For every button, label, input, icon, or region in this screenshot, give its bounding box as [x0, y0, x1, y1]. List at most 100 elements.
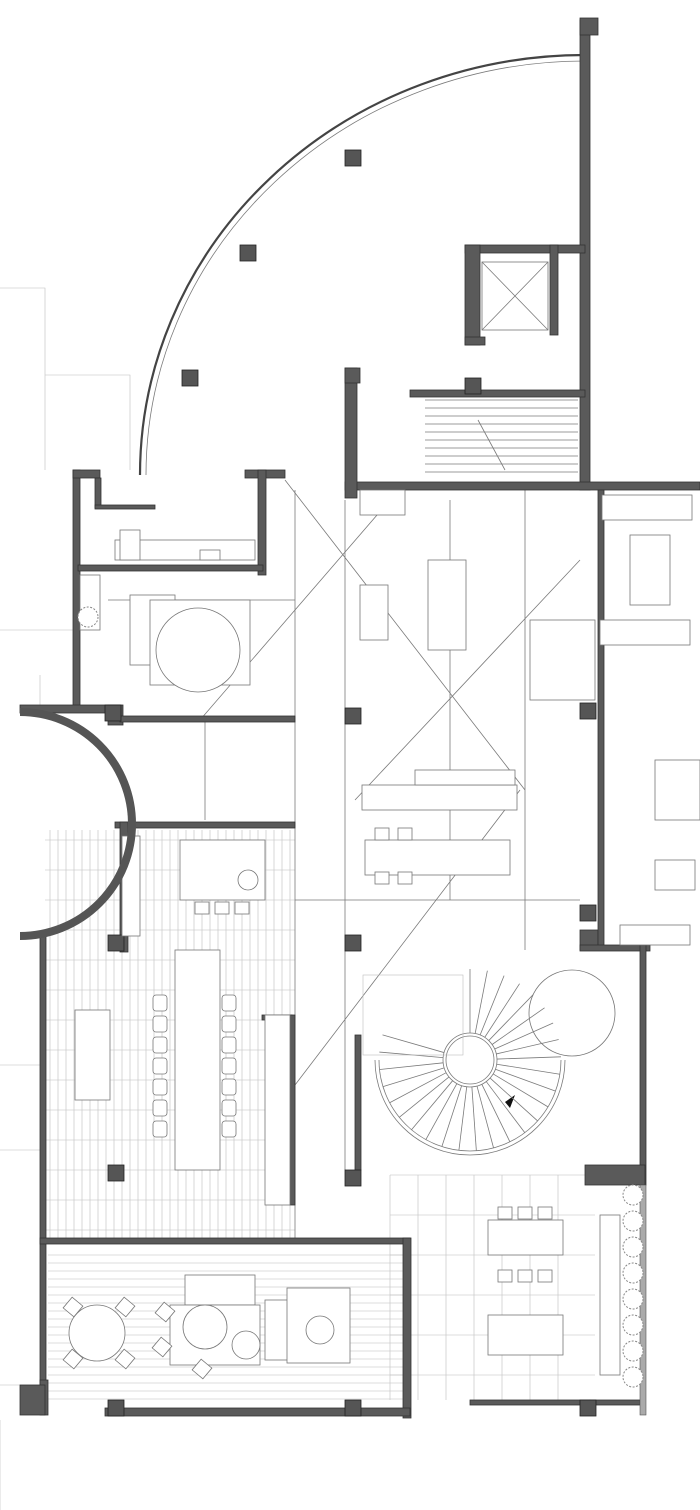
column [344, 1169, 362, 1187]
spiral-landing [362, 974, 464, 1056]
spiral-outer-rail [374, 1059, 566, 1156]
wall-segment [119, 715, 296, 723]
semicircle-wall [19, 708, 136, 940]
chair [151, 1336, 173, 1358]
furniture [62, 489, 700, 1380]
table [487, 1314, 564, 1356]
conference-table [174, 949, 221, 1171]
stove [619, 924, 691, 946]
kitchen-counter [74, 1009, 111, 1101]
spiral-tread [492, 1073, 549, 1108]
wall-segment [584, 1164, 646, 1186]
curved-glass-facade [138, 53, 586, 476]
cabinet [359, 489, 406, 516]
column [464, 377, 482, 395]
chair [537, 1269, 553, 1283]
round-table [528, 969, 616, 1057]
chair [497, 1206, 513, 1220]
bar-stool [194, 901, 210, 915]
elevator-shaft [481, 261, 549, 331]
chair [374, 827, 390, 841]
chair [537, 1206, 553, 1220]
spiral-tread [441, 1085, 463, 1147]
chair [152, 1015, 168, 1033]
column [344, 1399, 362, 1417]
columns [104, 149, 597, 1417]
chair [497, 1269, 513, 1283]
wall-segment [94, 477, 102, 509]
spiral-tread [489, 1077, 538, 1122]
chair [221, 1015, 237, 1033]
spiral-stair [362, 969, 616, 1156]
wall-segment [589, 1399, 641, 1406]
table [629, 534, 671, 606]
curved-facade-inner [145, 60, 586, 476]
chair [221, 1036, 237, 1054]
wall-segment [114, 821, 296, 829]
chair [114, 1296, 136, 1318]
sofa [184, 1274, 256, 1306]
wall-segment [39, 934, 47, 1386]
wall-segment [289, 1014, 296, 1206]
plant-icon [622, 1184, 644, 1206]
wall-segment [464, 244, 481, 346]
wall-segment [579, 17, 599, 36]
counter [414, 769, 516, 786]
column [579, 702, 597, 720]
spiral-tread [496, 1063, 560, 1075]
bench [264, 1014, 291, 1206]
column [107, 1164, 125, 1182]
plant-pot [305, 1315, 335, 1345]
chair [397, 827, 413, 841]
wall-segment [72, 469, 101, 479]
table [487, 1219, 564, 1256]
chair [191, 1358, 213, 1380]
column [344, 707, 362, 725]
plant-icon [622, 1314, 644, 1336]
chair [152, 1120, 168, 1138]
spiral-tread [382, 1067, 445, 1087]
chair [62, 1296, 84, 1318]
round-table [155, 607, 241, 693]
chair [517, 1269, 533, 1283]
sofa [427, 559, 467, 651]
spiral-tread [474, 970, 488, 1034]
wall-segment [94, 504, 156, 510]
plant-icon [77, 606, 99, 628]
wall-segment [77, 564, 264, 572]
wall-segment [39, 1237, 411, 1245]
column [107, 934, 125, 952]
plant-icon [622, 1236, 644, 1258]
column [344, 934, 362, 952]
wall-segment [579, 944, 651, 952]
table [654, 759, 700, 821]
sofa [359, 584, 389, 641]
chair [374, 871, 390, 885]
wall-segment [469, 1399, 591, 1406]
spiral-tread [425, 1083, 458, 1140]
column [181, 369, 199, 387]
wall-segment [104, 1407, 411, 1417]
spiral-tread [481, 1084, 511, 1142]
chair [221, 994, 237, 1012]
plant-icon [622, 1288, 644, 1310]
spiral-tread [479, 975, 505, 1036]
planter [77, 606, 644, 1388]
spiral-tread [496, 1056, 561, 1060]
chair [152, 994, 168, 1012]
spiral-tread [488, 994, 534, 1041]
spiral-outer-rail [378, 1059, 562, 1152]
round-stool [231, 1330, 261, 1360]
spiral-tread [382, 1034, 445, 1053]
wall-segment [579, 19, 591, 491]
spiral-tread [496, 1039, 559, 1055]
wall-segment [344, 367, 358, 499]
chair [62, 1348, 84, 1370]
wall-segment [354, 1034, 362, 1171]
cabinet [654, 859, 696, 891]
vanity [601, 494, 693, 521]
wall-segment [19, 1384, 46, 1416]
spiral-tread [491, 1007, 545, 1045]
wall-segment [597, 489, 605, 951]
